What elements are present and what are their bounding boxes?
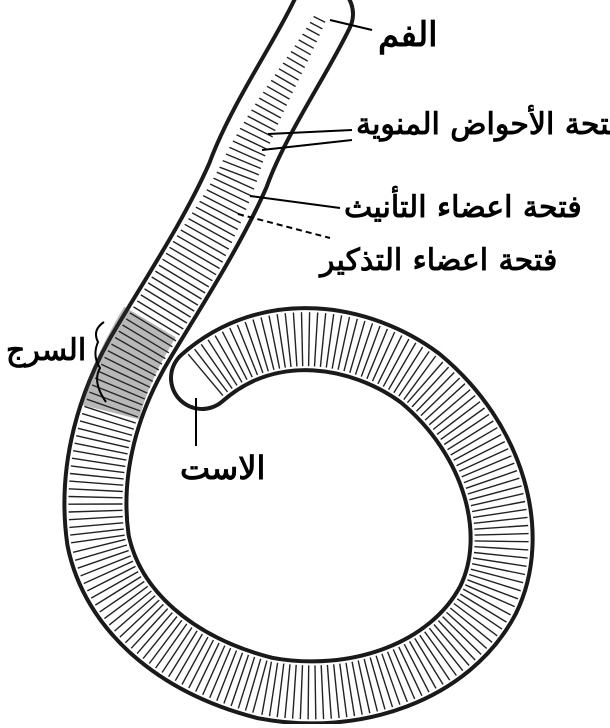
label-male-organs-opening: فتحة اعضاء التذكير: [320, 246, 557, 276]
female-pointer: [250, 196, 340, 208]
label-clitellum: السرج: [6, 336, 86, 366]
label-anus: الاست: [180, 452, 265, 484]
label-female-organs-opening: فتحة اعضاء التأنيث: [344, 193, 582, 223]
label-seminal-receptacle-openings: فتحة الأحواض المنوية: [356, 110, 610, 140]
segment-ring: [308, 665, 309, 719]
segment-ring: [475, 541, 529, 542]
male-pointer: [238, 214, 330, 238]
segment-ring: [315, 665, 316, 719]
clitellum-band: [110, 322, 150, 412]
segment-ring: [309, 312, 310, 366]
label-mouth: الفم: [378, 18, 438, 52]
